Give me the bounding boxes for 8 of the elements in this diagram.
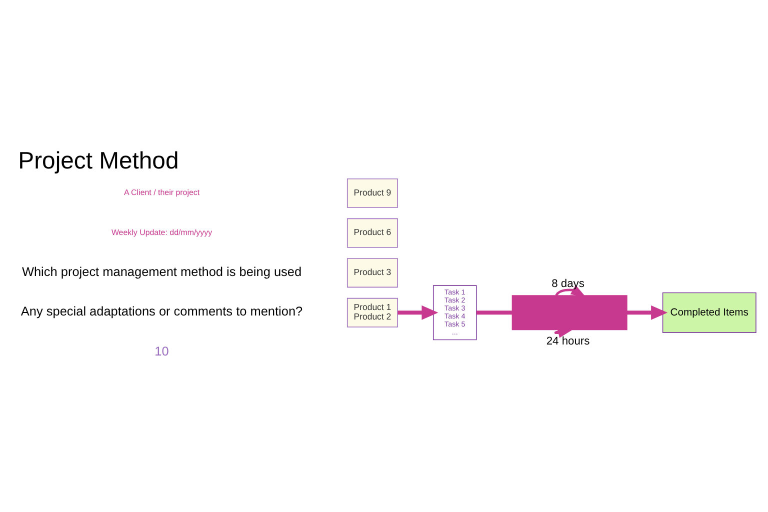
label: 10 bbox=[154, 343, 169, 358]
edge-label: 24 hours bbox=[546, 334, 590, 347]
diagram-title: Project Method bbox=[18, 146, 179, 174]
label: A Client / their project bbox=[124, 188, 200, 197]
label: Weekly Update: dd/mm/yyyy bbox=[111, 227, 212, 236]
edge-label: 8 days bbox=[552, 277, 584, 290]
label: Which project management method is being used bbox=[22, 263, 302, 278]
label: Any special adaptations or comments to mention? bbox=[20, 303, 303, 318]
